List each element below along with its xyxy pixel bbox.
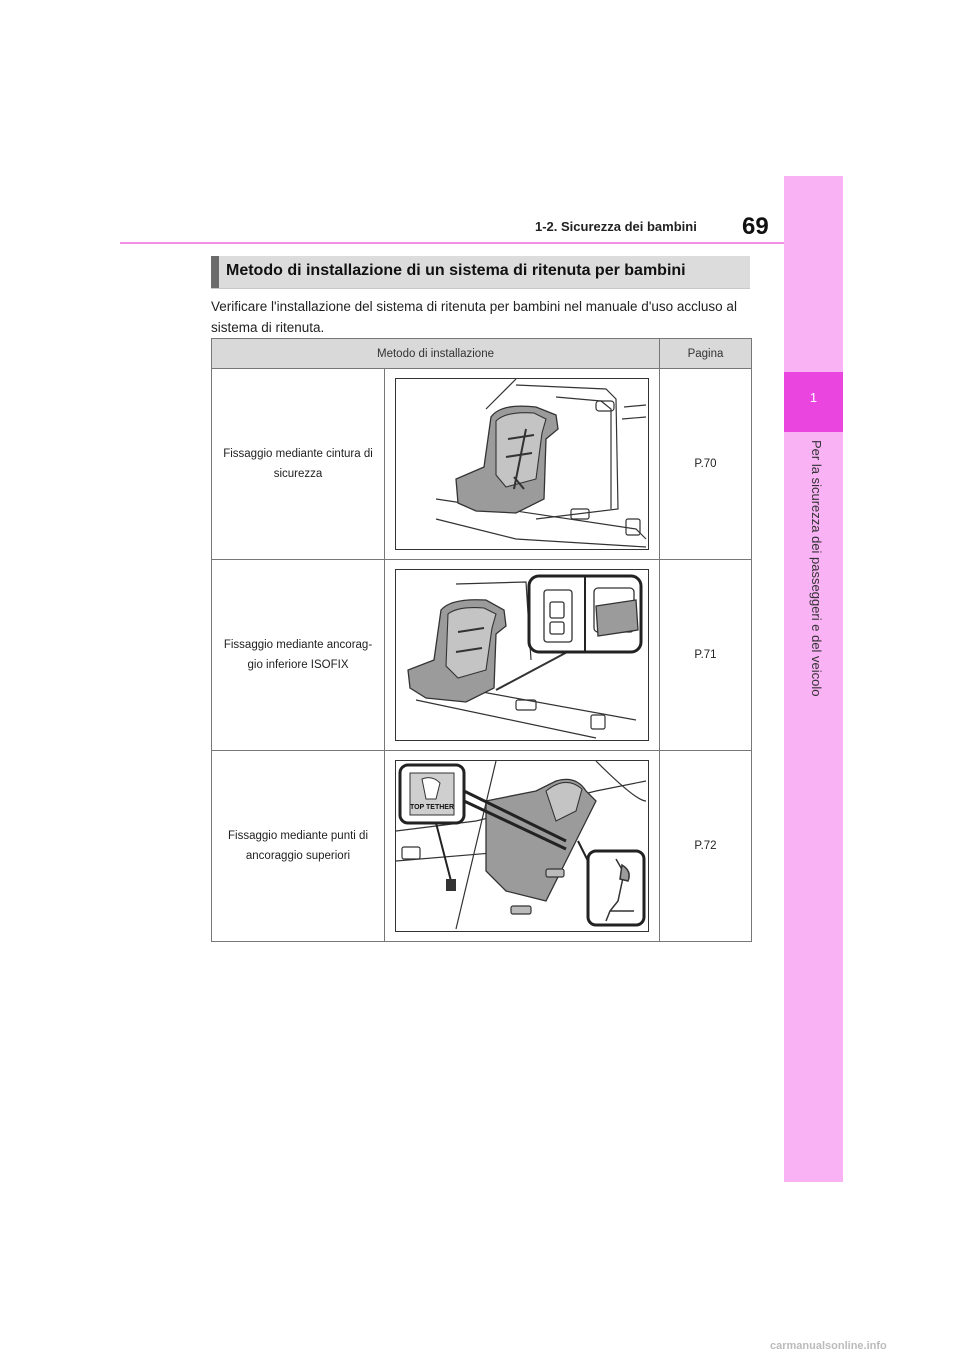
page-cell[interactable]: P.70 <box>659 368 752 560</box>
page-cell[interactable]: P.72 <box>659 750 752 942</box>
method-text-isofix: Fissaggio mediante ancorag-gio inferiore… <box>223 639 373 671</box>
column-header-method: Metodo di installazione <box>211 338 660 369</box>
image-cell: TOP TETHER <box>384 750 660 942</box>
chapter-tab-active[interactable] <box>784 372 843 432</box>
table-header-row: Metodo di installazione Pagina <box>211 338 752 369</box>
heading-accent <box>211 256 219 288</box>
page-reference-71[interactable]: P.71 <box>694 649 717 661</box>
isofix-illustration <box>395 569 649 741</box>
top-tether-illustration: TOP TETHER <box>395 760 649 932</box>
header-divider <box>120 242 784 244</box>
top-tether-label: TOP TETHER <box>410 804 454 811</box>
table-row: Fissaggio mediante ancorag-gio inferiore… <box>211 559 752 751</box>
footer-watermark: carmanualsonline.info <box>770 1340 887 1352</box>
page-number: 69 <box>742 213 769 240</box>
image-cell <box>384 368 660 560</box>
heading-bar: Metodo di installazione di un sistema di… <box>211 256 750 289</box>
chapter-number: 1 <box>809 390 818 405</box>
method-cell: Fissaggio mediante ancorag-gio inferiore… <box>211 559 385 751</box>
heading-text: Metodo di installazione di un sistema di… <box>226 262 686 279</box>
seatbelt-illustration <box>395 378 649 550</box>
installation-table: Metodo di installazione Pagina Fissaggio… <box>211 338 752 942</box>
chapter-title: Per la sicurezza dei passeggeri e del ve… <box>809 440 824 697</box>
page-reference-70[interactable]: P.70 <box>694 458 717 470</box>
column-header-page: Pagina <box>659 338 752 369</box>
page-reference-72[interactable]: P.72 <box>694 840 717 852</box>
intro-paragraph: Verificare l'installazione del sistema d… <box>211 299 737 335</box>
chapter-side-tab <box>784 176 843 1182</box>
image-cell <box>384 559 660 751</box>
page-cell[interactable]: P.71 <box>659 559 752 751</box>
section-title: 1-2. Sicurezza dei bambini <box>535 219 697 234</box>
